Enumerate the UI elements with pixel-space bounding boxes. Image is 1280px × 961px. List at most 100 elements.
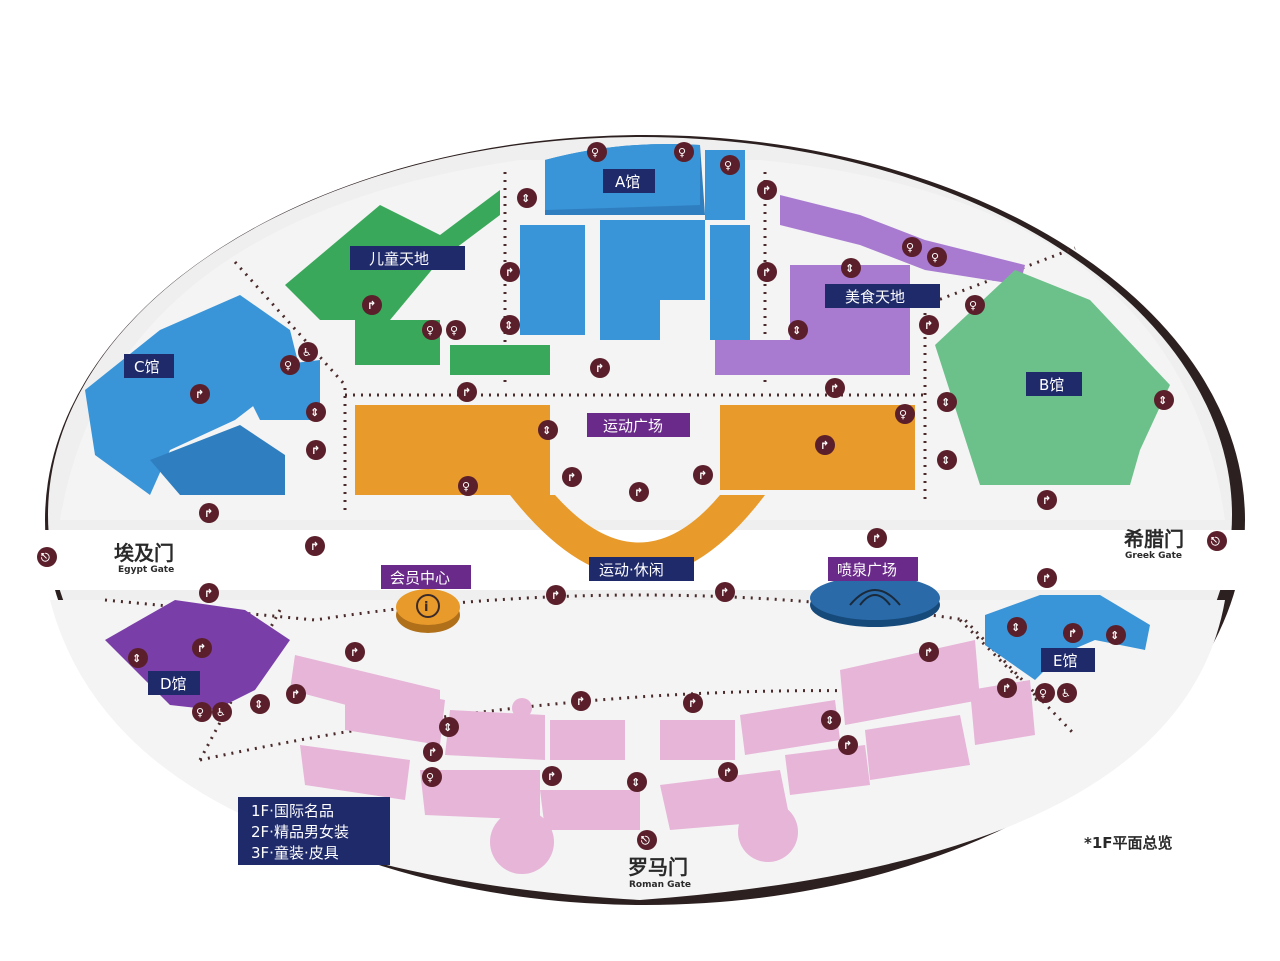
direction-arrow-icon[interactable]: ↱ — [345, 642, 365, 662]
restroom-icon[interactable]: ♀ — [927, 247, 947, 267]
wheelchair-icon[interactable]: ♿ — [212, 702, 232, 722]
egypt-gate[interactable]: 埃及门 Egypt Gate — [114, 541, 174, 575]
direction-arrow-icon[interactable]: ↱ — [305, 536, 325, 556]
direction-arrow-icon[interactable]: ↱ — [683, 693, 703, 713]
svg-text:↱: ↱ — [367, 299, 376, 312]
restroom-icon[interactable]: ♀ — [902, 237, 922, 257]
direction-arrow-icon[interactable]: ↱ — [629, 482, 649, 502]
roman-gate[interactable]: 罗马门 Roman Gate — [628, 855, 691, 890]
direction-arrow-icon[interactable]: ↱ — [1037, 568, 1057, 588]
exit-icon[interactable]: ⎋ — [1207, 531, 1227, 551]
direction-arrow-icon[interactable]: ↱ — [718, 762, 738, 782]
elevator-icon[interactable]: ⇕ — [250, 694, 270, 714]
svg-text:⇕: ⇕ — [542, 424, 551, 437]
elevator-icon[interactable]: ⇕ — [128, 648, 148, 668]
elevator-icon[interactable]: ⇕ — [439, 717, 459, 737]
direction-arrow-icon[interactable]: ↱ — [919, 315, 939, 335]
svg-text:↱: ↱ — [195, 388, 204, 401]
direction-arrow-icon[interactable]: ↱ — [815, 435, 835, 455]
elevator-icon[interactable]: ⇕ — [937, 450, 957, 470]
restroom-icon[interactable]: ♀ — [422, 320, 442, 340]
fountain-plaza-label[interactable]: 喷泉广场 — [828, 557, 918, 581]
restroom-icon[interactable]: ♀ — [674, 142, 694, 162]
direction-arrow-icon[interactable]: ↱ — [715, 582, 735, 602]
hall-d-label[interactable]: D馆 — [148, 671, 200, 695]
direction-arrow-icon[interactable]: ↱ — [562, 467, 582, 487]
kids-zone-label[interactable]: 儿童天地 — [350, 246, 465, 270]
direction-arrow-icon[interactable]: ↱ — [838, 735, 858, 755]
direction-arrow-icon[interactable]: ↱ — [997, 678, 1017, 698]
member-center-label[interactable]: 会员中心 — [381, 565, 471, 589]
elevator-icon[interactable]: ⇕ — [517, 188, 537, 208]
restroom-icon[interactable]: ♀ — [192, 702, 212, 722]
direction-arrow-icon[interactable]: ↱ — [1037, 490, 1057, 510]
direction-arrow-icon[interactable]: ↱ — [693, 465, 713, 485]
elevator-icon[interactable]: ⇕ — [1154, 390, 1174, 410]
elevator-icon[interactable]: ⇕ — [841, 258, 861, 278]
hall-a-label[interactable]: A馆 — [603, 169, 655, 193]
exit-icon[interactable]: ⎋ — [37, 547, 57, 567]
restroom-icon[interactable]: ♀ — [1035, 683, 1055, 703]
elevator-icon[interactable]: ⇕ — [788, 320, 808, 340]
restroom-icon[interactable]: ♀ — [446, 320, 466, 340]
svg-text:儿童天地: 儿童天地 — [369, 250, 429, 268]
direction-arrow-icon[interactable]: ↱ — [500, 262, 520, 282]
direction-arrow-icon[interactable]: ↱ — [590, 358, 610, 378]
restroom-icon[interactable]: ♀ — [965, 295, 985, 315]
hall-b-label[interactable]: B馆 — [1026, 372, 1082, 396]
svg-text:⇕: ⇕ — [1011, 621, 1020, 634]
elevator-icon[interactable]: ⇕ — [500, 315, 520, 335]
hall-c-label[interactable]: C馆 — [124, 354, 174, 378]
roman-gate-en: Roman Gate — [629, 880, 691, 890]
elevator-icon[interactable]: ⇕ — [538, 420, 558, 440]
direction-arrow-icon[interactable]: ↱ — [306, 440, 326, 460]
direction-arrow-icon[interactable]: ↱ — [199, 503, 219, 523]
member-center-disk — [396, 589, 460, 633]
sports-plaza-label[interactable]: 运动广场 — [587, 413, 690, 437]
direction-arrow-icon[interactable]: ↱ — [571, 691, 591, 711]
elevator-icon[interactable]: ⇕ — [627, 772, 647, 792]
direction-arrow-icon[interactable]: ↱ — [757, 180, 777, 200]
elevator-icon[interactable]: ⇕ — [1007, 617, 1027, 637]
restroom-icon[interactable]: ♀ — [587, 142, 607, 162]
direction-arrow-icon[interactable]: ↱ — [546, 585, 566, 605]
direction-arrow-icon[interactable]: ↱ — [362, 295, 382, 315]
direction-arrow-icon[interactable]: ↱ — [457, 382, 477, 402]
svg-text:⇕: ⇕ — [132, 652, 141, 665]
direction-arrow-icon[interactable]: ↱ — [757, 262, 777, 282]
wheelchair-icon[interactable]: ♿ — [298, 342, 318, 362]
restroom-icon[interactable]: ♀ — [280, 355, 300, 375]
restroom-icon[interactable]: ♀ — [422, 767, 442, 787]
direction-arrow-icon[interactable]: ↱ — [542, 766, 562, 786]
food-zone-label[interactable]: 美食天地 — [825, 284, 940, 308]
svg-text:↱: ↱ — [595, 362, 604, 375]
svg-text:↱: ↱ — [762, 184, 771, 197]
direction-arrow-icon[interactable]: ↱ — [1063, 623, 1083, 643]
restroom-icon[interactable]: ♀ — [720, 155, 740, 175]
elevator-icon[interactable]: ⇕ — [821, 710, 841, 730]
restroom-icon[interactable]: ♀ — [895, 404, 915, 424]
direction-arrow-icon[interactable]: ↱ — [192, 638, 212, 658]
svg-text:⇕: ⇕ — [792, 324, 801, 337]
exit-icon[interactable]: ⎋ — [637, 830, 657, 850]
info-icon[interactable]: i — [416, 594, 440, 618]
hall-e-label[interactable]: E馆 — [1041, 648, 1095, 672]
direction-arrow-icon[interactable]: ↱ — [423, 742, 443, 762]
direction-arrow-icon[interactable]: ↱ — [919, 642, 939, 662]
elevator-icon[interactable]: ⇕ — [937, 392, 957, 412]
svg-text:♀: ♀ — [1039, 687, 1047, 700]
wheelchair-icon[interactable]: ♿ — [1057, 683, 1077, 703]
direction-arrow-icon[interactable]: ↱ — [867, 528, 887, 548]
greek-gate[interactable]: 希腊门 Greek Gate — [1124, 527, 1184, 561]
restroom-icon[interactable]: ♀ — [458, 476, 478, 496]
sports-leisure-label[interactable]: 运动·休闲 — [589, 557, 694, 581]
svg-text:⎋: ⎋ — [1211, 535, 1220, 548]
direction-arrow-icon[interactable]: ↱ — [190, 384, 210, 404]
direction-arrow-icon[interactable]: ↱ — [825, 378, 845, 398]
elevator-icon[interactable]: ⇕ — [1106, 625, 1126, 645]
direction-arrow-icon[interactable]: ↱ — [199, 583, 219, 603]
direction-arrow-icon[interactable]: ↱ — [286, 684, 306, 704]
svg-text:♿: ♿ — [1061, 687, 1071, 700]
egypt-gate-en: Egypt Gate — [118, 565, 174, 575]
elevator-icon[interactable]: ⇕ — [306, 402, 326, 422]
